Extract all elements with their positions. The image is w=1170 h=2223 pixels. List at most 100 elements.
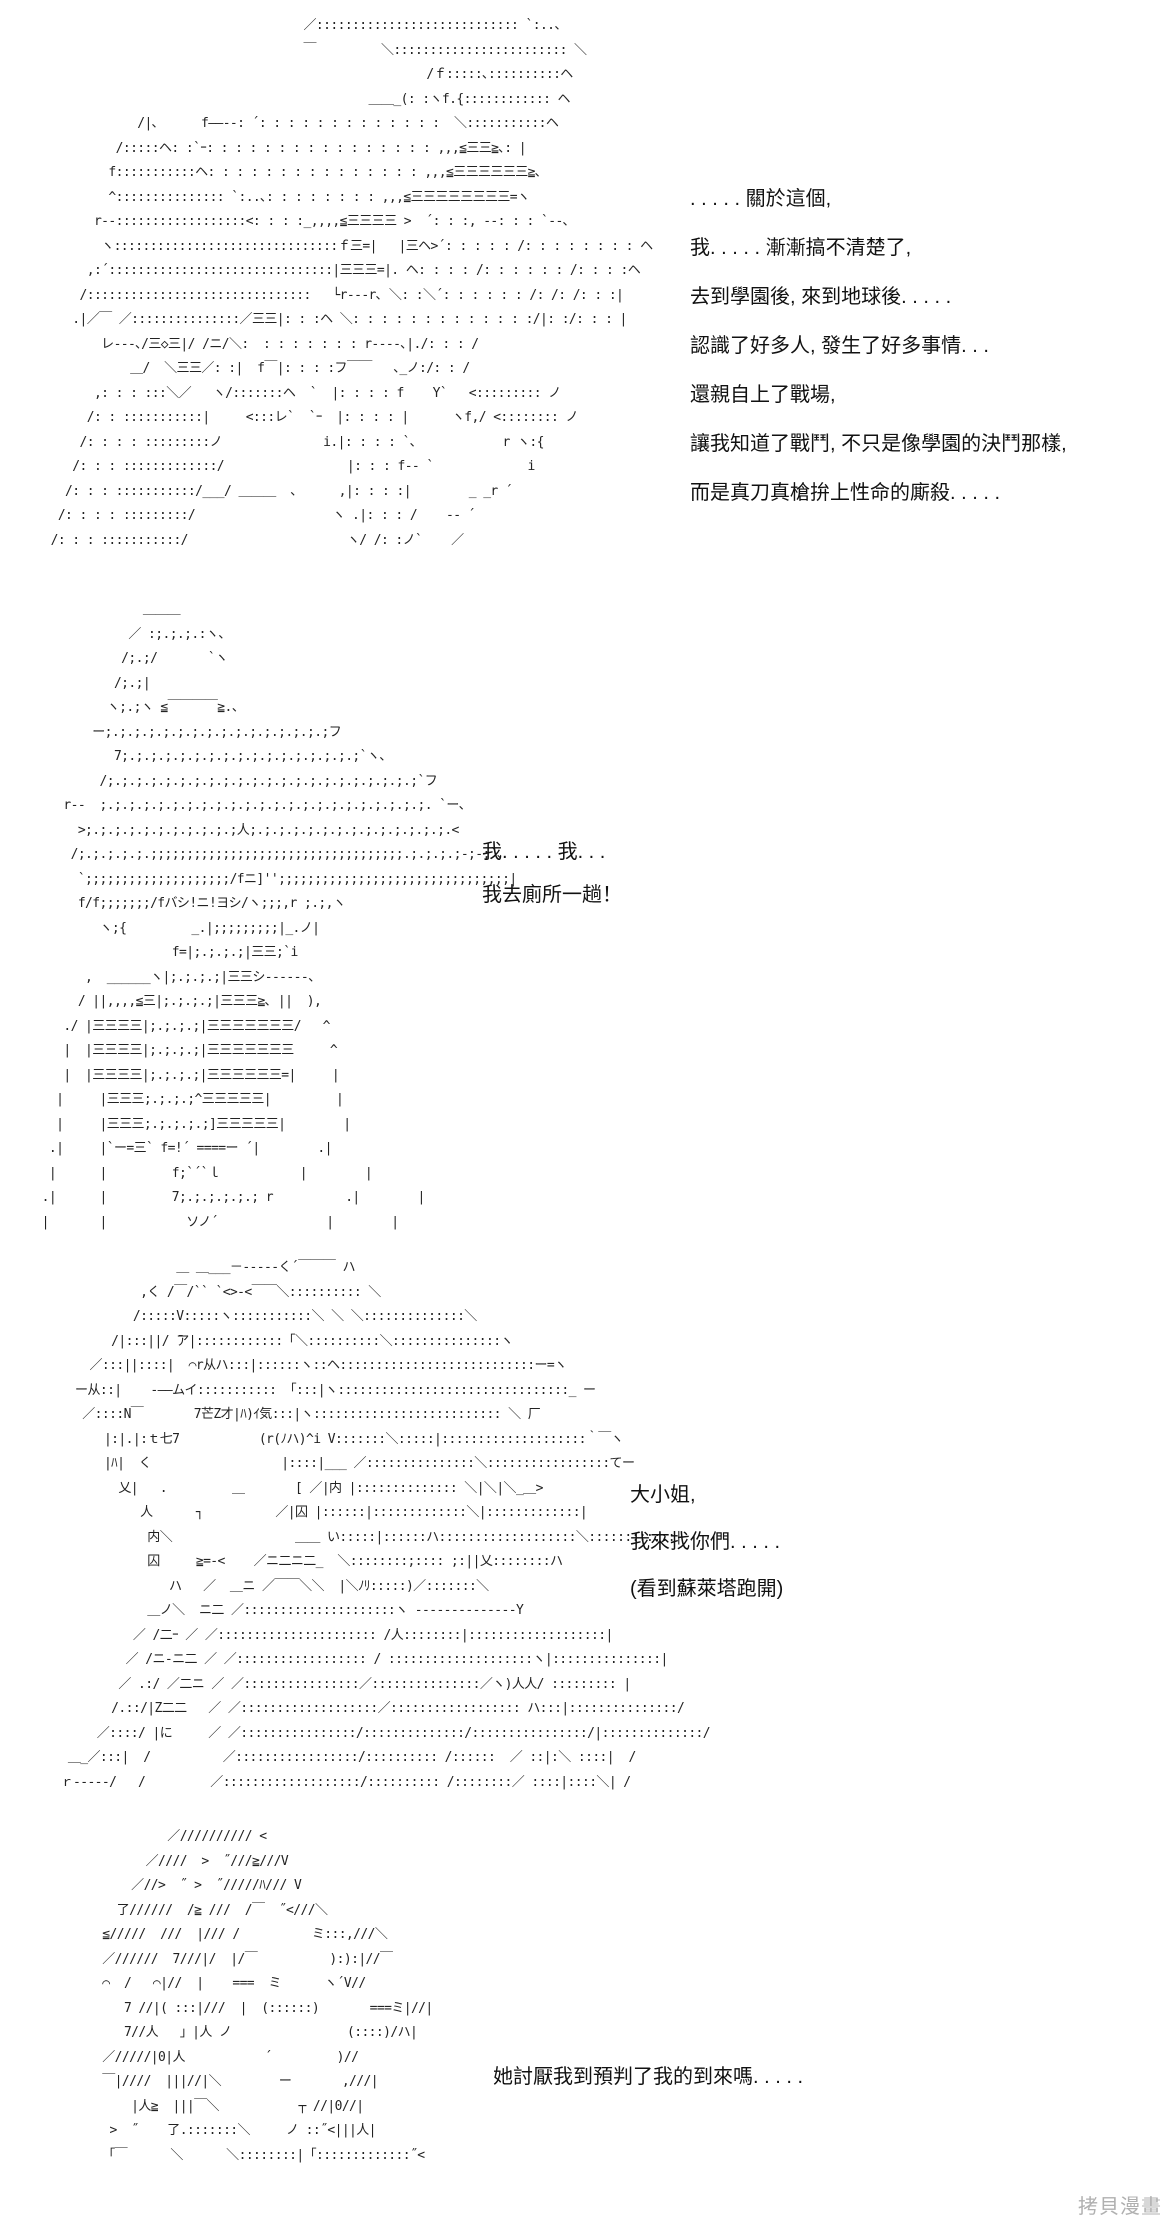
ascii-art-line: 内＼ ＿＿ い:::::|::::::ハ:::::::::::::::::::＼… bbox=[10, 1529, 683, 1545]
ascii-art-line: ./ |三三三三|;.;.;.;|三三三三三三三/ ^ bbox=[20, 1018, 330, 1034]
dialog-panel-4: 她討厭我到預判了我的到來嗎. . . . . bbox=[493, 2060, 803, 2089]
watermark-logo: 拷貝漫畫 bbox=[1078, 2194, 1162, 2218]
ascii-art-line: ／ /ニ-ニ二 ／ ／:::::::::::::::::: / ::::::::… bbox=[10, 1652, 669, 1667]
ascii-art-line: /ｆ:::::､::::::::::ヘ bbox=[0, 67, 573, 82]
ascii-art-line: ￣|//// |||//|＼ ー ,///| bbox=[30, 2074, 378, 2089]
ascii-art-line: .| |`ー=三` f=!´ ====ー ´| .| bbox=[20, 1141, 333, 1156]
ascii-art-character-panel-1: ／:::::::::::::::::::::::::::: `:..、 ￣ ＼:… bbox=[0, 14, 654, 553]
ascii-art-line: > ˝ 了.:::::::＼ ノ ::˝<|||人| bbox=[30, 2123, 376, 2138]
ascii-art-line: /::::::::::::::::::::::::::::::: └r‐‐‐r､… bbox=[0, 287, 624, 303]
ascii-art-line: | |三三三三|;.;.;.;|三三三三三三=| | bbox=[20, 1067, 340, 1083]
ascii-art-line: /: : : :::::::::::/ ヽ/ /: :ノ` ／ bbox=[0, 532, 465, 548]
ascii-art-line: ／ :;.;.;.:ヽ、 bbox=[20, 626, 231, 642]
ascii-art-line: ／////// 7///|/ |/￣ ):):|//￣ bbox=[30, 1951, 393, 1967]
ascii-art-line: | | f;`´`ｌ | | bbox=[20, 1165, 373, 1181]
ascii-art-line: ／//// > ˝///≧///V bbox=[30, 1853, 289, 1869]
ascii-art-line: ＿/ ＼三三／: :| f￣|: : : :フ￣￣ ､_ノ:/: : / bbox=[0, 361, 470, 376]
ascii-art-line: |人≧ |||￣＼ ┬ //|0//| bbox=[30, 2098, 364, 2114]
ascii-art-line: 乂| . ＿ [ ／|内 |:::::::::::::: ＼|＼|＼_＿> bbox=[10, 1480, 543, 1496]
ascii-art-character-panel-3: ＿ ＿___－‐‐‐‐‐く´￣￣￣ ハ ,く /￣/`` `<>-<￣￣＼:::… bbox=[10, 1256, 711, 1795]
ascii-art-line: /: : : :::::::::::::/ |: : : f‐‐ ` i bbox=[0, 459, 535, 474]
ascii-art-line: | |三三三;.;.;.;^三三三三三| | bbox=[20, 1092, 344, 1107]
ascii-art-line: /: : : :::::::::::/___/ ＿＿＿ 、 ,|: : : :|… bbox=[0, 483, 513, 499]
dialog-panel-2: 我. . . . . 我. . .我去廁所一趟！ bbox=[482, 842, 622, 928]
ascii-art-line: r‐‐ ;.;.;.;.;.;.;.;.;.;.;.;.;.;.;.;.;.;.… bbox=[20, 798, 472, 813]
ascii-art-line: , ______ヽ|;.;.;.;|三三シ------、 bbox=[20, 969, 321, 985]
ascii-art-line: | | ソノ´ | | bbox=[20, 1214, 399, 1230]
ascii-art-line: ,:´:::::::::::::::::::::::::::::::|三三三=|… bbox=[0, 263, 641, 278]
ascii-art-line: ／////////// < bbox=[30, 1829, 267, 1844]
ascii-art-line: 7//人 」|人 ノ (::::)/ハ| bbox=[30, 2025, 418, 2040]
ascii-art-character-panel-4: ／////////// < ／//// > ˝///≧///V ／//> ˝ >… bbox=[30, 1825, 433, 2168]
ascii-art-line: ヽ:::::::::::::::::::::::::::::::ｆ三=| |三ヘ… bbox=[0, 238, 653, 254]
dialog-panel-1: . . . . . 關於這個, 我. . . . . 漸漸搞不清楚了, 去到學園後,… bbox=[690, 189, 1067, 532]
ascii-art-line: ,く /￣/`` `<>-<￣￣＼:::::::::: ＼ bbox=[10, 1284, 381, 1300]
ascii-art-line: ／:::::::::::::::::::::::::::: `:..、 bbox=[0, 18, 568, 33]
ascii-art-line: | |三三三三|;.;.;.;|三三三三三三三 ^ bbox=[20, 1043, 338, 1058]
dialog-line: 讓我知道了戰鬥, 不只是像學園的決鬥那樣, bbox=[690, 433, 1067, 455]
ascii-art-line: ／//> ˝ > ˝/////ﾊ/// V bbox=[30, 1878, 302, 1893]
ascii-art-line: ／::::/ |に ／ ／::::::::::::::::/::::::::::… bbox=[10, 1725, 711, 1741]
ascii-art-line: /;.;.;.;.;.;;;;;;;;;;;;;;;;;;;;;;;;;;;;;… bbox=[20, 847, 504, 862]
dialog-line: 還親自上了戰場, bbox=[690, 384, 836, 406]
dialog-line: 她討厭我到預判了我的到來嗎. . . . . bbox=[493, 2066, 804, 2088]
ascii-art-line: ＿ ＿___－‐‐‐‐‐く´￣￣￣ ハ bbox=[10, 1260, 355, 1275]
ascii-art-line: 7;.;.;.;.;.;.;.;.;.;.;.;.;.;.;.;.;`ヽ、 bbox=[20, 749, 392, 764]
ascii-art-line: 人 ┐ ／|囚 |::::::|:::::::::::::＼|:::::::::… bbox=[10, 1505, 588, 1520]
ascii-art-line: 囚 ≧=-< ／ニ二ニ二_ ＼::::::::;:::: ;:||乂::::::… bbox=[10, 1554, 563, 1569]
ascii-art-line: ＿ノ＼ ニ二 ／:::::::::::::::::::::ヽ ‐‐‐‐‐‐‐‐‐… bbox=[10, 1603, 524, 1618]
ascii-art-line: /:::::V:::::ヽ:::::::::::＼ ＼ ＼:::::::::::… bbox=[10, 1309, 477, 1324]
ascii-art-line: /: : : : :::::::::ノ i.|: : : : `､ r ヽ:{ bbox=[0, 434, 544, 450]
dialog-line: 大小姐, bbox=[630, 1484, 696, 1506]
dialog-line: 而是真刀真槍拚上性命的廝殺. . . . . bbox=[690, 482, 1001, 504]
dialog-panel-3: 大小姐, 我來找你們. . . . . (看到蘇萊塔跑開) bbox=[630, 1485, 783, 1626]
ascii-art-line: ^::::::::::::::: `:..､: : : : : : : : ,,… bbox=[0, 189, 530, 205]
ascii-art-line: ー;.;.;.;.;.;.;.;.;.;.;.;.;.;.;.;フ bbox=[20, 724, 342, 740]
ascii-art-line: ／ /二ｰ ／ ／:::::::::::::::::::::: /人::::::… bbox=[10, 1627, 613, 1643]
ascii-art-line: |ﾊ| く |::::|___ ／:::::::::::::::＼:::::::… bbox=[10, 1456, 635, 1471]
ascii-art-line: 「￣ ＼ ＼::::::::|「:::::::::::::˝< bbox=[30, 2147, 425, 2163]
ascii-art-line: ハ ／ ＿ニ ／￣￣＼＼ |＼ﾉﾘ:::::)／:::::::＼ bbox=[10, 1578, 489, 1594]
ascii-art-line: ⌒ / ⌒|// | === ミ ヽ´V// bbox=[30, 1976, 366, 1991]
ascii-art-line: `;;;;;;;;;;;;;;;;;;;;/fニ]'';;;;;;;;;;;;;… bbox=[20, 871, 517, 887]
ascii-art-line: ／:::||::::| ⌒r从ハ:::|::::::ヽ::ヘ::::::::::… bbox=[10, 1358, 567, 1373]
ascii-art-line: /: : : : :::::::::/ ヽ .|: : : / ‐‐ ´ bbox=[0, 508, 476, 523]
ascii-art-line: |:|.|:ｔ七7 (r(ﾉハ)^i V:::::::＼:::::|::::::… bbox=[10, 1431, 624, 1447]
ascii-art-line: | |三三三;.;.;.;.;]三三三三三| | bbox=[20, 1116, 351, 1132]
ascii-art-line: ≦///// /// |/// / ミ:::,///＼ bbox=[30, 1927, 388, 1942]
ascii-art-line: /;.;.;.;.;.;.;.;.;.;.;.;.;.;.;.;.;.;.;.;… bbox=[20, 773, 438, 789]
dialog-line: 去到學園後, 來到地球後. . . . . bbox=[690, 286, 952, 308]
ascii-art-line: ヽ;.;ヽ ≦￣￣￣￣≧.、 bbox=[20, 700, 245, 715]
ascii-art-line: ￣ ＼:::::::::::::::::::::::: ＼ bbox=[0, 42, 588, 58]
ascii-art-line: レ‐‐-､/三◇三|/ /ニ/＼: : : : : : : : r‐‐‐‐､|.… bbox=[0, 336, 479, 352]
ascii-art-line: r‐‐::::::::::::::::::<: : : :_,,,,≦三三三三 … bbox=[0, 214, 569, 229]
ascii-art-line: ー从::| ‐――ムイ::::::::::: 「:::|ヽ:::::::::::… bbox=[10, 1382, 596, 1398]
dialog-line: 我. . . . . 漸漸搞不清楚了, bbox=[690, 237, 912, 259]
ascii-art-line: ｒ‐‐‐‐‐/ / ／:::::::::::::::::::/:::::::::… bbox=[10, 1774, 632, 1790]
ascii-art-line: ＿＿＿ bbox=[20, 602, 181, 617]
ascii-art-line: ヽ;{ _.|;;;;;;;;;|_.ノ| bbox=[20, 920, 320, 936]
ascii-art-line: /: : :::::::::::| <:::レ` `ｰ |: : : : | ヽ… bbox=[0, 410, 579, 425]
ascii-art-line: 了////// /≧ /// /￣ ˝<///＼ bbox=[30, 1902, 328, 1918]
ascii-art-line: ＿＿_(: :ヽf.{:::::::::::: ヘ bbox=[0, 91, 571, 107]
ascii-art-line: ＿_／:::| / ／:::::::::::::::::/:::::::::: … bbox=[10, 1750, 636, 1765]
ascii-art-line: f:::::::::::ヘ: : : : : : : : : : : : : :… bbox=[0, 165, 541, 180]
ascii-art-line: >;.;.;.;.;.;.;.;.;.;.;人;.;.;.;.;.;.;.;.;… bbox=[20, 822, 460, 838]
ascii-art-line: f/f;;;;;;;/fバシ!ニ!ヨシ/ヽ;;;,r ;.;,ヽ bbox=[20, 896, 346, 911]
ascii-art-line: /.::/|Z二二 ／ ／:::::::::::::::::::／:::::::… bbox=[10, 1701, 685, 1716]
ascii-art-character-panel-2: ＿＿＿ ／ :;.;.;.:ヽ、 /;.;/ `ヽ /;.;| ヽ;.;ヽ ≦￣… bbox=[20, 598, 518, 1235]
ascii-art-line: /:::::ヘ: :`ｰ: : : : : : : : : : : : : : … bbox=[0, 140, 527, 156]
dialog-line: (看到蘇萊塔跑開) bbox=[630, 1578, 784, 1600]
dialog-line: . . . . . 關於這個, bbox=[690, 188, 832, 210]
ascii-art-line: /|:::||/ ̄ア|::::::::::::「＼::::::::::＼:::… bbox=[10, 1333, 513, 1349]
ascii-art-line: /;.;| bbox=[20, 675, 151, 691]
ascii-art-line: .|／￣ ／:::::::::::::::／三三|: : :ヘ ＼: : : :… bbox=[0, 312, 627, 327]
ascii-art-line: ／/////|0|人 ´ )// bbox=[30, 2049, 359, 2065]
dialog-line: 認識了好多人, 發生了好多事情. . . bbox=[690, 335, 989, 357]
ascii-art-line: .| | 7;.;.;.;.;.; r .| | bbox=[20, 1190, 426, 1205]
ascii-art-line: 7 //|( :::|/// | (::::::) ===ミ|//| bbox=[30, 2000, 433, 2016]
dialog-line: 我去廁所一趟！ bbox=[482, 884, 622, 906]
dialog-line: 我來找你們. . . . . bbox=[630, 1531, 781, 1553]
ascii-art-line: / ||,,,,≦三|;.;.;.;|三三三≧､ || ), bbox=[20, 994, 322, 1009]
ascii-art-line: /|､ f――‐‐: ´: : : : : : : : : : : : : ＼:… bbox=[0, 116, 559, 131]
